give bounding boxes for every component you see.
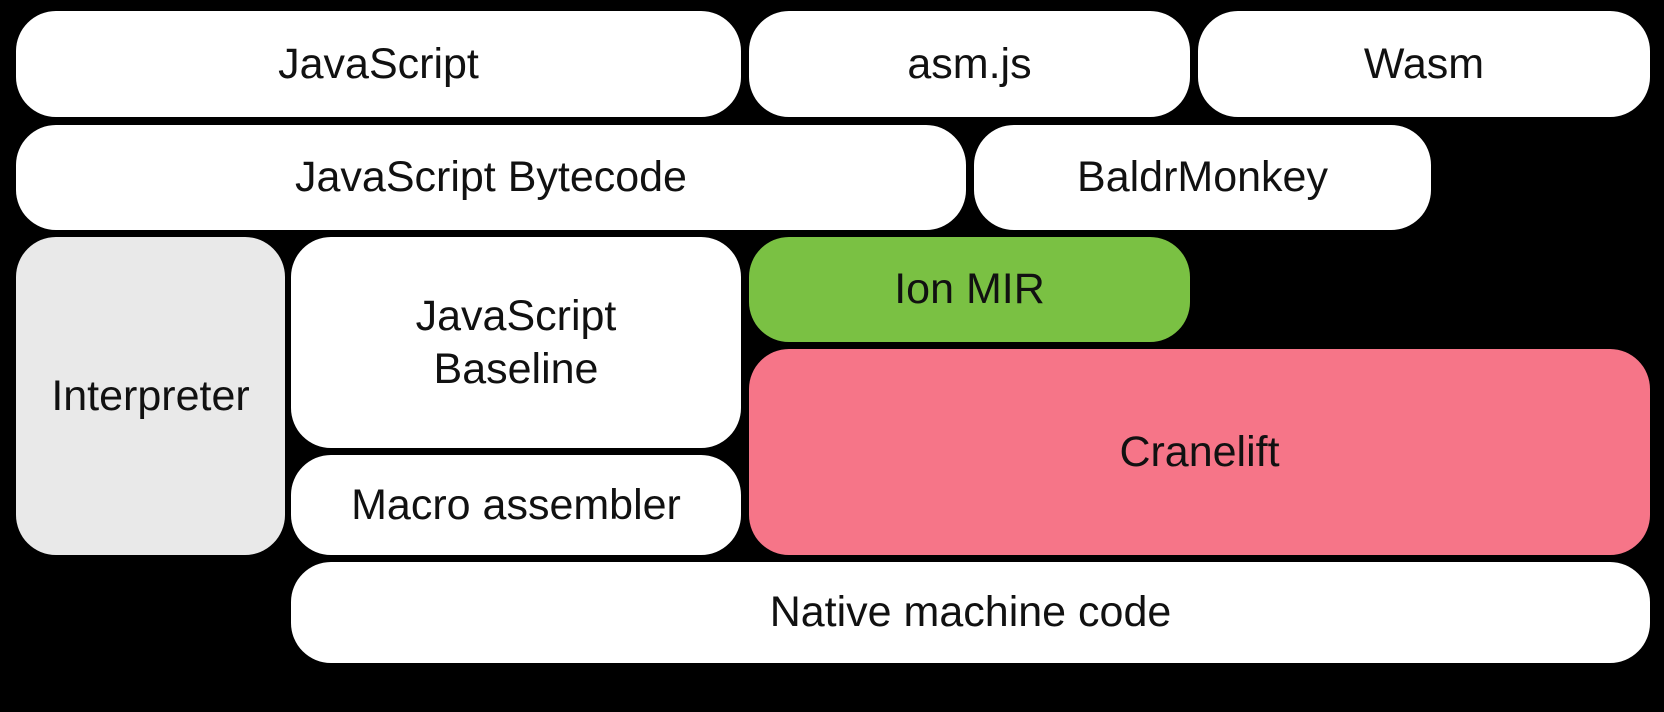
node-ion-mir: Ion MIR [749,237,1190,342]
node-baldrmonkey: BaldrMonkey [974,125,1431,230]
node-native-machine-code: Native machine code [291,562,1650,663]
node-asmjs: asm.js [749,11,1190,117]
node-macro-assembler: Macro assembler [291,455,741,555]
node-javascript: JavaScript [16,11,741,117]
node-cranelift: Cranelift [749,349,1650,555]
node-interpreter: Interpreter [16,237,285,555]
node-javascript-baseline: JavaScript Baseline [291,237,741,448]
node-wasm: Wasm [1198,11,1650,117]
node-javascript-bytecode: JavaScript Bytecode [16,125,966,230]
